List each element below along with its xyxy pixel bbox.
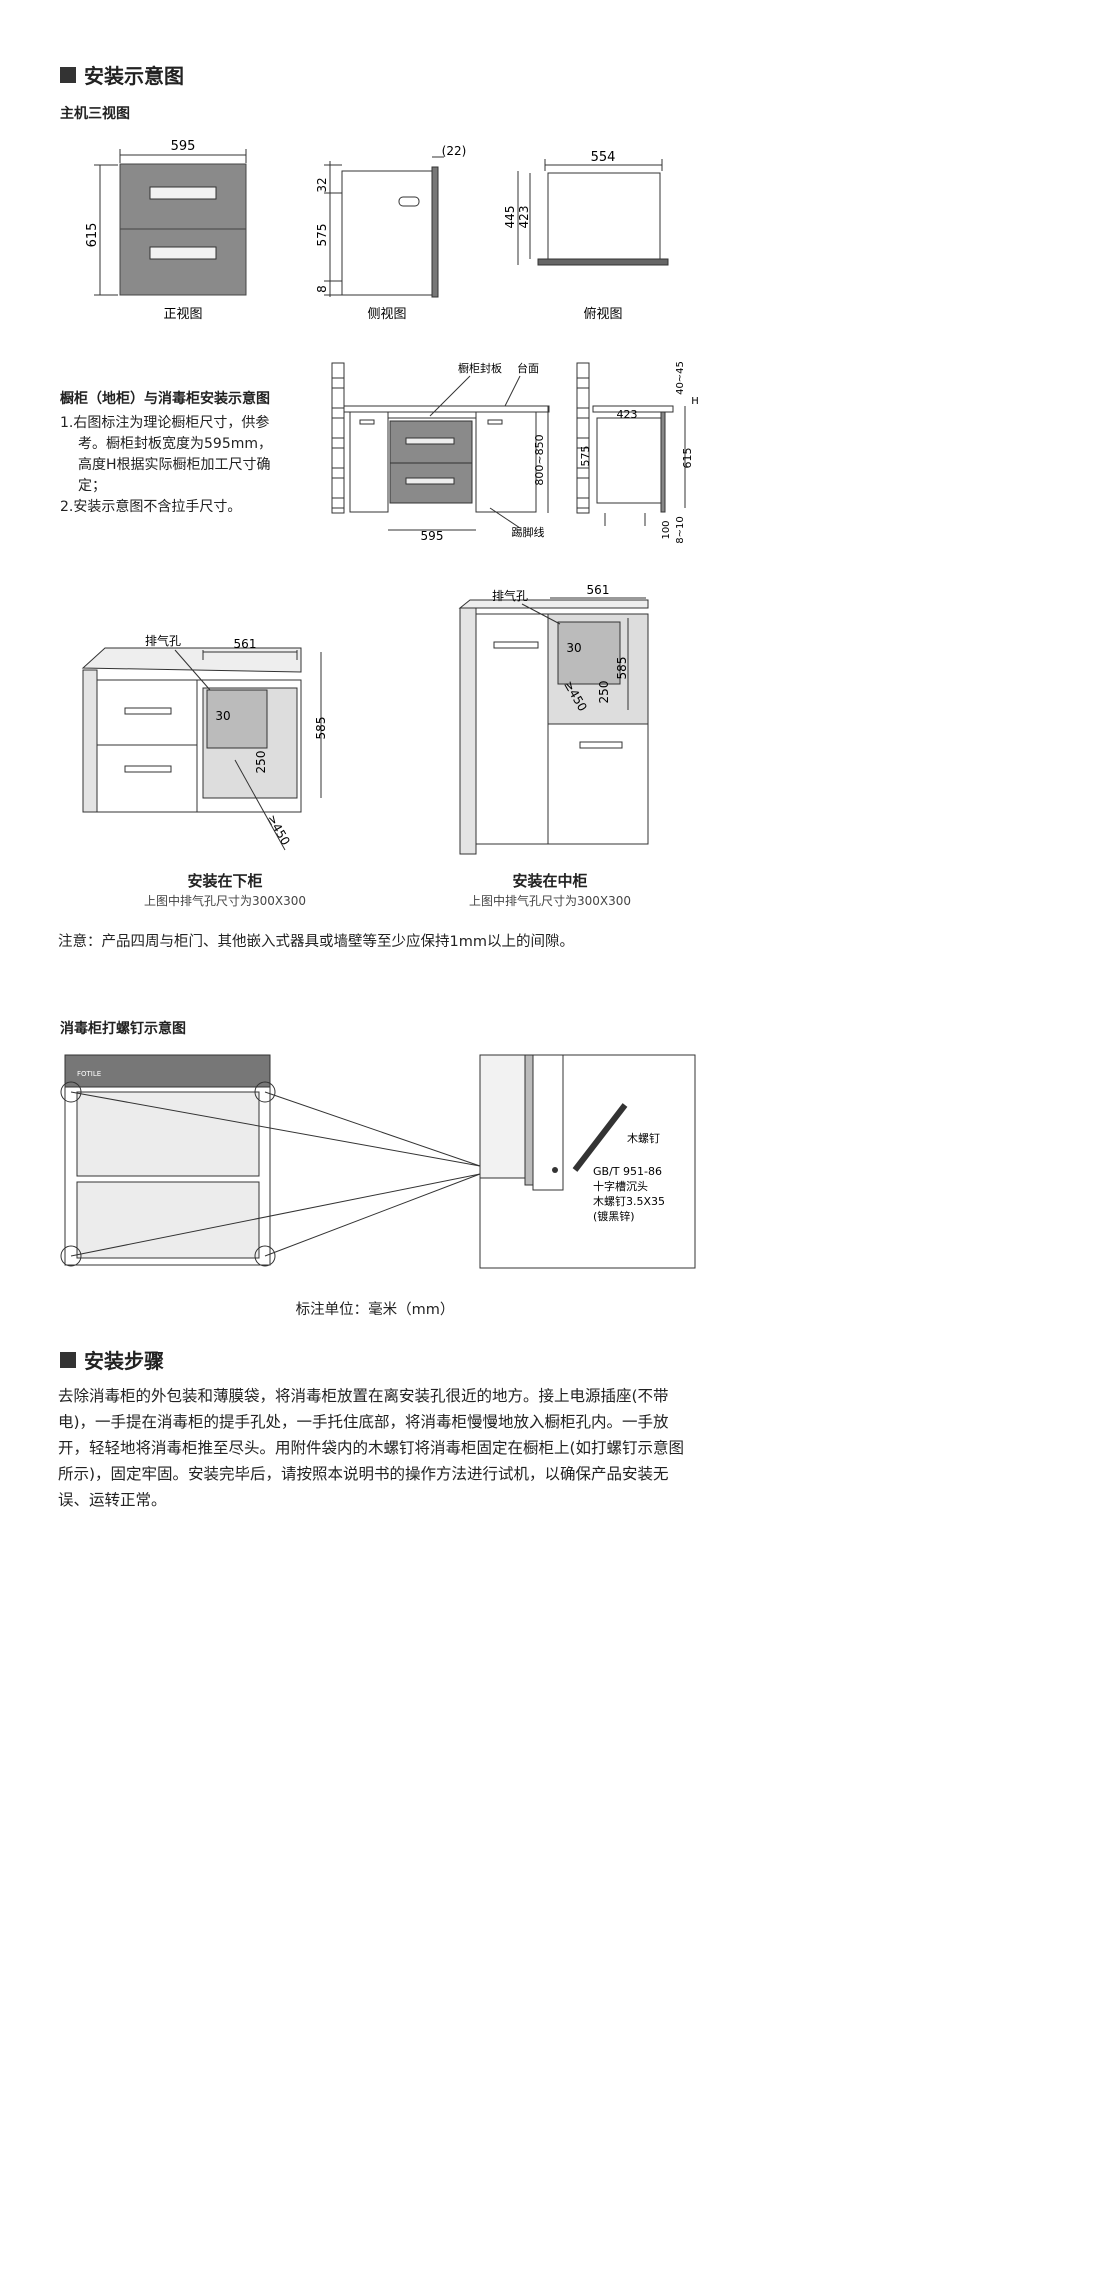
top-view-caption: 俯视图: [583, 306, 622, 322]
screw-diagram: FOTILE 木螺钉 GB/T 951-86 十字槽沉头 木螺钉3.5X35 (…: [60, 1054, 696, 1269]
svg-text:595: 595: [421, 529, 444, 543]
svg-text:423: 423: [517, 206, 531, 229]
steps-body: 去除消毒柜的外包装和薄膜袋，将消毒柜放置在离安装孔很近的地方。接上电源插座(不带…: [58, 1387, 685, 1509]
front-height-label: 615: [85, 223, 100, 248]
svg-text:561: 561: [587, 583, 610, 597]
svg-text:排气孔: 排气孔: [492, 588, 528, 603]
svg-text:8~10: 8~10: [675, 516, 686, 543]
cabinet-notes: 1.右图标注为理论橱柜尺寸，供参 考。橱柜封板宽度为595mm， 高度H根据实际…: [60, 415, 272, 515]
svg-text:250: 250: [597, 681, 611, 704]
square-bullet-icon: [60, 1351, 76, 1368]
svg-text:木螺钉: 木螺钉: [627, 1132, 660, 1145]
middle-cabinet-title: 安装在中柜: [512, 872, 588, 890]
svg-text:≥450: ≥450: [264, 812, 293, 848]
svg-text:H: H: [691, 396, 699, 407]
front-view-caption: 正视图: [163, 307, 202, 322]
unit-note: 标注单位：毫米（mm）: [295, 1302, 455, 1318]
three-view-diagram: 595 615 正视图 32 575 8 (22) 侧视图 554 445 42…: [85, 139, 669, 322]
svg-text:445: 445: [503, 206, 517, 229]
screw-title: 消毒柜打螺钉示意图: [60, 1021, 186, 1037]
svg-text:台面: 台面: [517, 361, 539, 375]
svg-text:40~45: 40~45: [675, 361, 686, 395]
three-view-title: 主机三视图: [60, 106, 130, 122]
cabinet-side-diagram: 423 575 40~45 H 615 100 8~10: [576, 361, 699, 544]
middle-cabinet-sub: 上图中排气孔尺寸为300X300: [468, 894, 632, 908]
svg-text:32: 32: [315, 177, 329, 192]
cabinet-front-diagram: 595 800~850 橱柜封板 台面 踢脚线: [331, 361, 550, 543]
top-view: 554 445 423 俯视图: [503, 150, 669, 322]
svg-text:250: 250: [254, 751, 268, 774]
svg-text:615: 615: [681, 448, 694, 469]
side-view-caption: 侧视图: [367, 307, 406, 322]
svg-text:585: 585: [314, 717, 328, 740]
brand-logo: FOTILE: [77, 1070, 101, 1078]
svg-text:423: 423: [617, 408, 638, 421]
svg-text:踢脚线: 踢脚线: [512, 525, 545, 539]
svg-text:木螺钉3.5X35: 木螺钉3.5X35: [593, 1195, 665, 1208]
svg-text:30: 30: [566, 641, 581, 655]
cabinet-install-title: 橱柜（地柜）与消毒柜安装示意图: [60, 391, 270, 407]
svg-text:100: 100: [661, 520, 672, 539]
front-width-label: 595: [171, 139, 196, 154]
top-width-label: 554: [591, 150, 616, 165]
svg-text:排气孔: 排气孔: [145, 633, 181, 648]
svg-text:800~850: 800~850: [533, 434, 546, 485]
svg-text:30: 30: [215, 709, 230, 723]
svg-text:585: 585: [615, 657, 629, 680]
middle-cabinet-diagram: 561 排气孔 30 250 585 ≥450: [458, 583, 649, 855]
square-bullet-icon: [60, 66, 76, 83]
svg-text:橱柜封板: 橱柜封板: [458, 361, 502, 375]
svg-text:8: 8: [315, 285, 329, 293]
svg-text:(镀黑锌): (镀黑锌): [593, 1209, 635, 1223]
side-gap-label: (22): [442, 144, 467, 158]
lower-cabinet-sub: 上图中排气孔尺寸为300X300: [143, 894, 307, 908]
section-heading-install: 安装示意图: [60, 60, 184, 89]
side-view: 32 575 8 (22) 侧视图: [315, 144, 466, 322]
lower-cabinet-diagram: 561 排气孔 30 250 585 ≥450: [81, 633, 328, 851]
svg-text:GB/T 951-86: GB/T 951-86: [593, 1165, 662, 1178]
svg-text:575: 575: [579, 446, 592, 467]
clearance-note: 注意：产品四周与柜门、其他嵌入式器具或墙壁等至少应保持1mm以上的间隙。: [58, 934, 574, 950]
section-heading-steps: 安装步骤: [60, 1345, 164, 1374]
svg-text:575: 575: [315, 224, 329, 247]
svg-text:561: 561: [234, 637, 257, 651]
front-view: 595 615 正视图: [85, 139, 247, 322]
lower-cabinet-title: 安装在下柜: [187, 872, 263, 890]
svg-text:十字槽沉头: 十字槽沉头: [593, 1179, 648, 1193]
